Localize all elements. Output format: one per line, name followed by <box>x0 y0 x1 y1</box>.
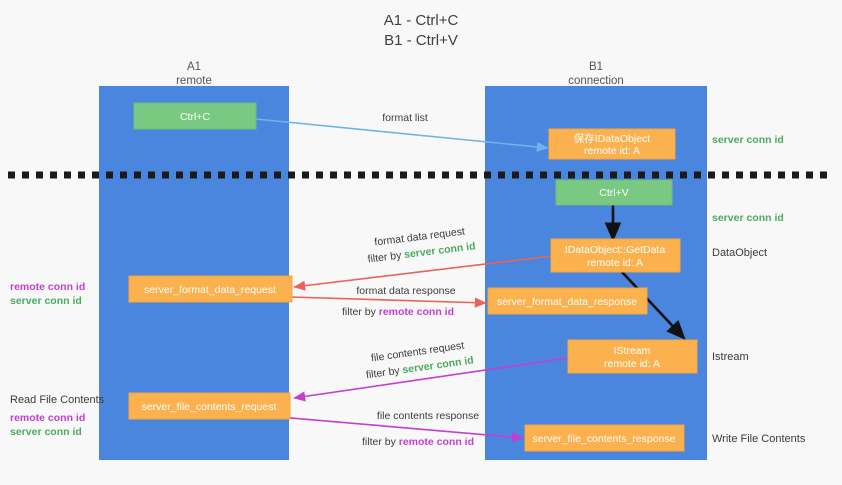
box-server-format-data-request-label: server_format_data_request <box>144 284 276 296</box>
lane-b1-subtitle: connection <box>568 75 624 87</box>
box-ctrl-c-label: Ctrl+C <box>180 111 210 123</box>
filter-prefix-3: filter by <box>365 364 403 381</box>
left-label-remote-conn-2: remote conn id <box>10 412 85 424</box>
box-ctrl-v-label: Ctrl+V <box>599 187 628 199</box>
box-save-idataobject-line1: 保存IDataObject <box>574 132 651 145</box>
box-server-format-data-response[interactable] <box>487 287 648 315</box>
box-server-format-data-request[interactable] <box>128 275 293 303</box>
box-server-format-data-response-label: server_format_data_response <box>497 296 637 308</box>
box-istream[interactable] <box>567 339 698 374</box>
filter-prefix-4: filter by <box>362 436 399 448</box>
arrow-getdata-to-istream <box>621 271 686 340</box>
lane-a1-title: A1 <box>187 61 201 73</box>
box-save-idataobject[interactable] <box>548 128 676 160</box>
box-server-file-contents-request-label: server_file_contents_request <box>142 401 277 413</box>
arrow-label-format-list: format list <box>382 112 428 124</box>
box-ctrl-c[interactable] <box>133 102 257 130</box>
box-istream-line2: remote id: A <box>604 358 660 370</box>
box-ctrl-v[interactable] <box>555 179 673 206</box>
box-server-file-contents-request[interactable] <box>128 392 291 420</box>
box-istream-line1: IStream <box>614 345 651 357</box>
arrow-format-data-request <box>293 255 553 291</box>
left-label-read-file-contents: Read File Contents <box>10 394 105 406</box>
title-line-1: A1 - Ctrl+C <box>384 12 459 29</box>
filter-prefix-2: filter by <box>342 306 379 318</box>
lane-a1-subtitle: remote <box>176 75 212 87</box>
left-label-server-conn-1: server conn id <box>10 295 82 307</box>
box-server-file-contents-response-label: server_file_contents_response <box>532 433 675 445</box>
left-label-server-conn-2: server conn id <box>10 426 82 438</box>
right-label-istream: Istream <box>712 351 749 363</box>
box-server-file-contents-response[interactable] <box>524 424 685 452</box>
filter-value-4: remote conn id <box>399 436 474 448</box>
right-label-dataobject: DataObject <box>712 247 767 259</box>
arrow-label-format-data-response: format data response <box>356 285 455 297</box>
filter-value-2: remote conn id <box>379 306 454 318</box>
box-getdata-line2: remote id: A <box>587 257 643 269</box>
box-getdata[interactable] <box>550 238 681 273</box>
right-label-write-file-contents: Write File Contents <box>712 433 806 445</box>
filter-prefix-1: filter by <box>367 249 405 265</box>
arrow-format-list <box>255 118 549 152</box>
lane-b1-title: B1 <box>589 61 603 73</box>
right-label-server-conn-mid: server conn id <box>712 212 784 224</box>
title-line-2: B1 - Ctrl+V <box>384 32 458 49</box>
arrow-file-contents-request <box>293 357 569 402</box>
right-label-server-conn-top: server conn id <box>712 134 784 146</box>
left-label-remote-conn-1: remote conn id <box>10 281 85 293</box>
arrow-filter-file-contents-response: filter by remote conn id <box>362 436 474 448</box>
box-getdata-line1: IDataObject::GetData <box>565 244 666 256</box>
arrow-filter-format-data-response: filter by remote conn id <box>342 306 454 318</box>
arrow-label-file-contents-response: file contents response <box>377 410 479 422</box>
box-save-idataobject-line2: remote id: A <box>584 145 640 157</box>
